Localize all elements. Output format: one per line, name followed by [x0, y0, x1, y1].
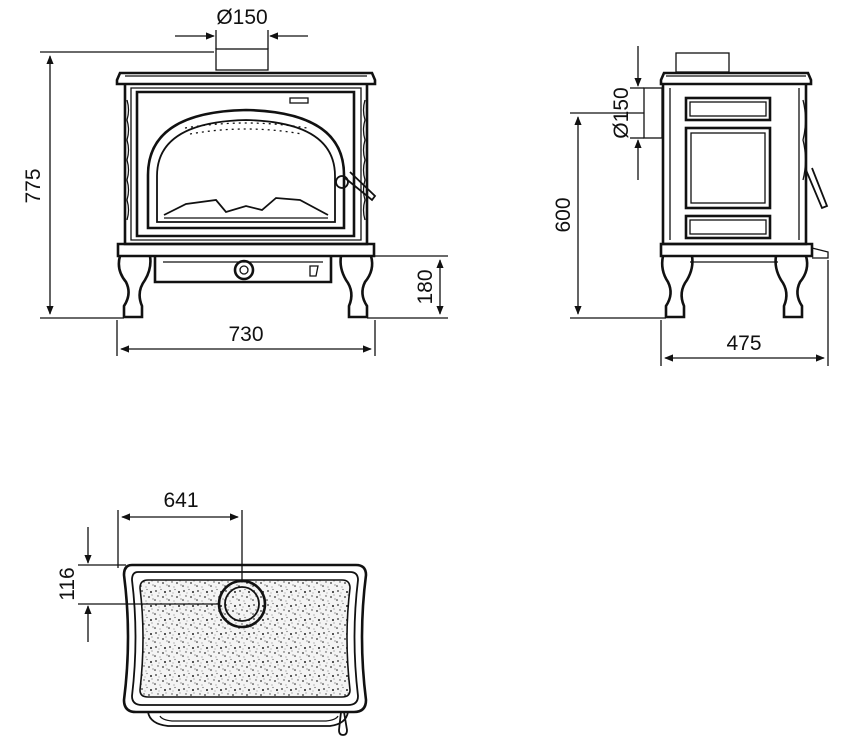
- side-panel-middle: [684, 126, 772, 210]
- side-door-handle: [805, 167, 829, 210]
- front-flue-collar: [215, 48, 269, 71]
- top-plate-outer: [122, 563, 368, 714]
- front-height-label: 775: [22, 168, 45, 203]
- front-leg-height-label: 180: [414, 269, 437, 304]
- side-leg-rear: [660, 255, 694, 319]
- front-base: [116, 242, 376, 258]
- side-panel-bottom: [684, 214, 772, 240]
- front-door-window: [146, 108, 346, 230]
- top-handle: [338, 711, 348, 736]
- front-top-plate: [115, 71, 377, 86]
- top-granite-insert: [139, 579, 351, 698]
- side-dimensions: Ø150 600 475: [552, 46, 829, 366]
- front-fire-grate: [163, 197, 329, 216]
- front-width-label: 730: [228, 323, 263, 346]
- side-flue-outlet-rear: [643, 87, 663, 139]
- side-base: [659, 242, 814, 258]
- front-leg-right: [339, 255, 374, 319]
- front-air-control-knob: [233, 259, 255, 281]
- side-flue-collar-top: [675, 52, 730, 73]
- side-flue-height-label: 600: [552, 197, 575, 232]
- top-view: [122, 563, 368, 736]
- side-top-plate: [659, 71, 813, 86]
- front-view: [115, 48, 377, 319]
- side-panel-top: [684, 96, 772, 122]
- front-flue-diameter-label: Ø150: [216, 6, 267, 29]
- top-flue-offset-y-label: 116: [56, 567, 79, 600]
- side-leg-front: [774, 255, 809, 319]
- front-leg-left: [117, 255, 152, 319]
- front-door-handle: [344, 171, 377, 202]
- front-door: [135, 90, 356, 238]
- top-dimensions: 641 116: [56, 489, 243, 642]
- front-ash-pan: [153, 256, 333, 284]
- top-flue-offset-x-label: 641: [163, 489, 198, 512]
- front-body: [123, 84, 369, 246]
- side-view: [643, 52, 829, 319]
- top-front-lip: [147, 711, 349, 727]
- front-dimensions: Ø150 775 180 730: [22, 6, 448, 356]
- side-depth-label: 475: [726, 332, 761, 355]
